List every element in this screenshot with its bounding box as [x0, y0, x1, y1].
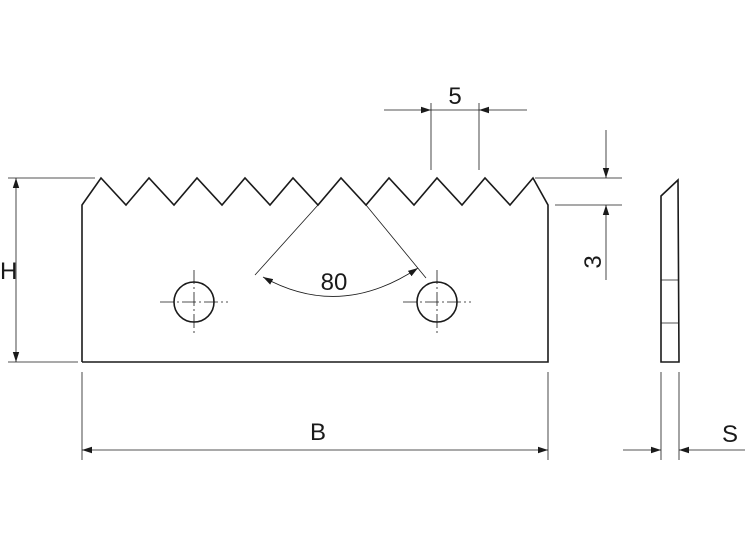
thickness-label: S	[722, 421, 738, 448]
angle-arc	[262, 267, 419, 297]
angle-extension-right	[365, 204, 427, 279]
height-label: H	[0, 258, 17, 285]
pitch-dimension: 5	[384, 83, 527, 170]
height-dimension: H	[0, 177, 95, 363]
depth-dimension: 3	[535, 130, 622, 280]
width-label: B	[310, 419, 326, 446]
side-view-outline	[660, 178, 680, 363]
width-dimension: B	[81, 372, 549, 460]
angle-label: 80	[321, 269, 348, 296]
angle-extension-left	[254, 204, 319, 276]
pitch-label: 5	[448, 83, 461, 110]
thickness-dimension: S	[623, 372, 745, 460]
angle-dimension: 80	[254, 204, 427, 297]
blade-front-view	[81, 176, 549, 363]
blade-outline	[81, 176, 549, 363]
depth-label: 3	[580, 255, 607, 268]
blade-side-view	[660, 178, 680, 363]
mounting-hole-left	[160, 270, 228, 334]
mounting-hole-right	[403, 270, 471, 334]
